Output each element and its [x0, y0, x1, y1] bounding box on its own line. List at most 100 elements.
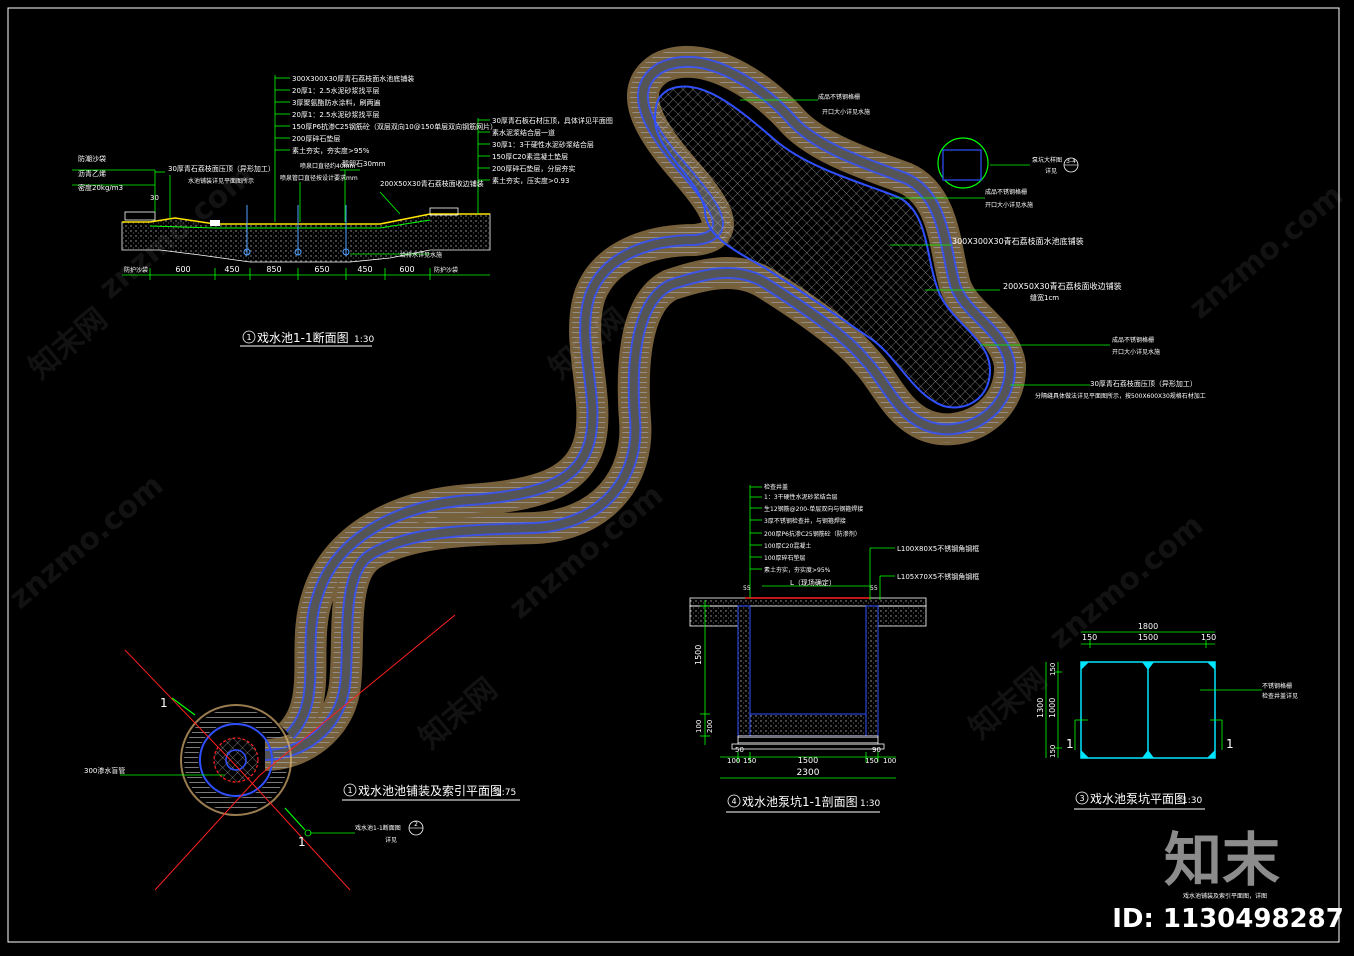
svg-text:450: 450 [224, 265, 239, 274]
svg-text:150厚C20素混凝土垫层: 150厚C20素混凝土垫层 [492, 152, 568, 161]
svg-text:450: 450 [357, 265, 372, 274]
plan-labels: 成品不锈钢格栅 开口大小详见水施 成品不锈钢格栅 开口大小详见水施 300X30… [84, 93, 1206, 849]
svg-text:znzmo.com: znzmo.com [1043, 508, 1210, 656]
svg-text:详见: 详见 [385, 836, 397, 844]
svg-text:戏水池泵坑平面图: 戏水池泵坑平面图 [1090, 791, 1186, 806]
pit-plan-drawing [1045, 631, 1262, 759]
svg-text:150厚P6抗渗C25钢筋砼（双层双向10@150单层双向钢: 150厚P6抗渗C25钢筋砼（双层双向10@150单层双向钢筋网片） [292, 122, 497, 131]
svg-text:50: 50 [735, 746, 744, 754]
svg-text:4: 4 [731, 797, 736, 806]
svg-text:生12钢筋@200-单层双向与钢箍焊接: 生12钢筋@200-单层双向与钢箍焊接 [764, 505, 863, 513]
pool-plan-drawing [120, 45, 1110, 891]
section-title: 1 戏水池1-1断面图 1:30 [240, 330, 374, 347]
svg-text:1:30: 1:30 [1182, 796, 1202, 806]
svg-text:100: 100 [727, 757, 740, 765]
svg-text:100: 100 [695, 720, 703, 733]
svg-text:100厚碎石垫层: 100厚碎石垫层 [764, 554, 805, 562]
svg-text:30厚1：3干硬性水泥砂浆结合层: 30厚1：3干硬性水泥砂浆结合层 [492, 140, 594, 149]
svg-text:3-4: 3-4 [1066, 158, 1076, 165]
svg-text:200厚P6抗渗C25钢筋砼（防渗剂）: 200厚P6抗渗C25钢筋砼（防渗剂） [764, 530, 861, 538]
svg-text:znzmo.com: znzmo.com [3, 468, 170, 616]
svg-text:详见: 详见 [1045, 167, 1057, 175]
svg-text:喷泉口直径约40mm: 喷泉口直径约40mm [300, 162, 355, 170]
svg-text:成品不锈钢格栅: 成品不锈钢格栅 [985, 188, 1027, 196]
svg-text:知末网: 知末网 [23, 301, 114, 386]
svg-text:55: 55 [743, 585, 751, 592]
svg-text:素土夯实，夯实度>95%: 素土夯实，夯实度>95% [764, 566, 831, 574]
svg-text:3厚聚氨酯防水涂料，刷两遍: 3厚聚氨酯防水涂料，刷两遍 [292, 98, 380, 107]
svg-text:L（现场确定）: L（现场确定） [790, 578, 836, 587]
svg-text:素水泥浆结合层一道: 素水泥浆结合层一道 [492, 128, 555, 137]
svg-text:喷泉管口直径按设计要求mm: 喷泉管口直径按设计要求mm [280, 174, 358, 182]
svg-text:防护沙袋: 防护沙袋 [434, 266, 458, 274]
svg-text:3: 3 [1079, 794, 1084, 803]
footer-note: 戏水池铺装及索引平面图，详图 [1183, 892, 1267, 900]
svg-text:200厚碎石垫层: 200厚碎石垫层 [292, 134, 340, 143]
svg-text:1:30: 1:30 [354, 335, 374, 345]
section-dimensions: 防护沙袋 600 450 850 650 450 600 防护沙袋 [124, 265, 458, 274]
svg-text:200: 200 [706, 720, 714, 733]
svg-text:1: 1 [347, 786, 352, 795]
svg-text:L100X80X5不锈钢角钢框: L100X80X5不锈钢角钢框 [897, 544, 979, 553]
svg-text:1500: 1500 [798, 756, 818, 765]
svg-text:300渗水盲管: 300渗水盲管 [84, 766, 125, 775]
svg-text:泵坑大样图: 泵坑大样图 [1032, 156, 1062, 164]
svg-text:1:75: 1:75 [496, 788, 516, 798]
svg-text:检查井盖详见: 检查井盖详见 [1262, 692, 1298, 700]
svg-text:1800: 1800 [1138, 622, 1158, 631]
svg-text:防护沙袋: 防护沙袋 [124, 266, 148, 274]
section-left-labels: 防潮沙袋 沥青乙烯 密度20kg/m3 30厚青石荔枝面压顶（异形加工） 水池铺… [78, 154, 484, 259]
svg-text:300X300X30厚青石荔枝面水池底铺装: 300X300X30厚青石荔枝面水池底铺装 [292, 74, 414, 83]
svg-text:90: 90 [872, 746, 881, 754]
svg-text:200厚碎石垫层，分层夯实: 200厚碎石垫层，分层夯实 [492, 164, 575, 173]
section-right-labels: 30厚青石板石材压顶，具体详见平面图 素水泥浆结合层一道 30厚1：3干硬性水泥… [492, 116, 613, 185]
svg-text:给排水详见水施: 给排水详见水施 [400, 251, 442, 259]
pool-section-drawing [72, 75, 491, 280]
svg-text:200X50X30青石荔枝面收边铺装: 200X50X30青石荔枝面收边铺装 [380, 179, 484, 188]
pit-section-title: 4 戏水池泵坑1-1剖面图 1:30 [726, 794, 880, 813]
svg-text:开口大小详见水施: 开口大小详见水施 [1112, 348, 1160, 356]
svg-text:20厚1：2.5水泥砂浆找平层: 20厚1：2.5水泥砂浆找平层 [292, 86, 380, 95]
svg-text:鹅卵石30mm: 鹅卵石30mm [342, 159, 386, 168]
svg-text:分隔缝具体做法详见平面图所示，按500X600X30规格石材: 分隔缝具体做法详见平面图所示，按500X600X30规格石材加工 [1035, 392, 1206, 400]
svg-text:30: 30 [150, 194, 159, 202]
svg-text:30厚青石荔枝面压顶（异形加工）: 30厚青石荔枝面压顶（异形加工） [168, 164, 275, 173]
svg-text:缝宽1cm: 缝宽1cm [1030, 293, 1059, 302]
svg-text:戏水池1-1断面图: 戏水池1-1断面图 [355, 824, 401, 832]
svg-text:600: 600 [175, 265, 190, 274]
svg-text:200X50X30青石荔枝面收边铺装: 200X50X30青石荔枝面收边铺装 [1003, 281, 1122, 291]
svg-text:znzmo.com: znzmo.com [1183, 178, 1350, 326]
svg-text:检查井盖: 检查井盖 [764, 483, 788, 491]
svg-text:L105X70X5不锈钢角钢框: L105X70X5不锈钢角钢框 [897, 572, 979, 581]
svg-text:150: 150 [865, 757, 878, 765]
svg-text:成品不锈钢格栅: 成品不锈钢格栅 [818, 93, 860, 101]
svg-text:1:30: 1:30 [860, 799, 880, 809]
svg-text:1: 1 [1226, 737, 1234, 751]
svg-text:30厚青石板石材压顶，具体详见平面图: 30厚青石板石材压顶，具体详见平面图 [492, 116, 613, 125]
drawing-frame [7, 7, 1340, 943]
svg-text:650: 650 [314, 265, 329, 274]
svg-text:3厚不锈钢检查井，与钢箍焊接: 3厚不锈钢检查井，与钢箍焊接 [764, 517, 846, 525]
svg-text:300X300X30青石荔枝面水池底铺装: 300X300X30青石荔枝面水池底铺装 [952, 236, 1084, 246]
svg-text:水池铺装详见平面图所示: 水池铺装详见平面图所示 [188, 177, 254, 185]
pit-section-labels: 检查井盖 1：3干硬性水泥砂浆结合层 生12钢筋@200-单层双向与钢箍焊接 3… [694, 483, 979, 778]
svg-text:1：3干硬性水泥砂浆结合层: 1：3干硬性水泥砂浆结合层 [764, 493, 838, 501]
svg-text:沥青乙烯: 沥青乙烯 [78, 169, 106, 178]
svg-text:150: 150 [743, 757, 756, 765]
svg-text:素土夯实，夯实度>95%: 素土夯实，夯实度>95% [292, 146, 370, 155]
svg-text:30厚青石荔枝面压顶（异形加工）: 30厚青石荔枝面压顶（异形加工） [1090, 379, 1197, 388]
watermark-id: ID: 1130498287 [1112, 904, 1344, 934]
svg-text:600: 600 [399, 265, 414, 274]
svg-text:150: 150 [1049, 663, 1057, 676]
svg-text:开口大小详见水施: 开口大小详见水施 [822, 108, 870, 116]
svg-text:1: 1 [1066, 737, 1074, 751]
brand-logo-text: 知末 [1164, 826, 1280, 894]
svg-text:150: 150 [1201, 633, 1216, 642]
svg-text:2300: 2300 [797, 768, 820, 778]
svg-text:戏水池泵坑1-1剖面图: 戏水池泵坑1-1剖面图 [742, 794, 858, 809]
pit-section-drawing [689, 485, 927, 779]
svg-text:850: 850 [266, 265, 281, 274]
svg-text:1300: 1300 [1036, 698, 1045, 718]
